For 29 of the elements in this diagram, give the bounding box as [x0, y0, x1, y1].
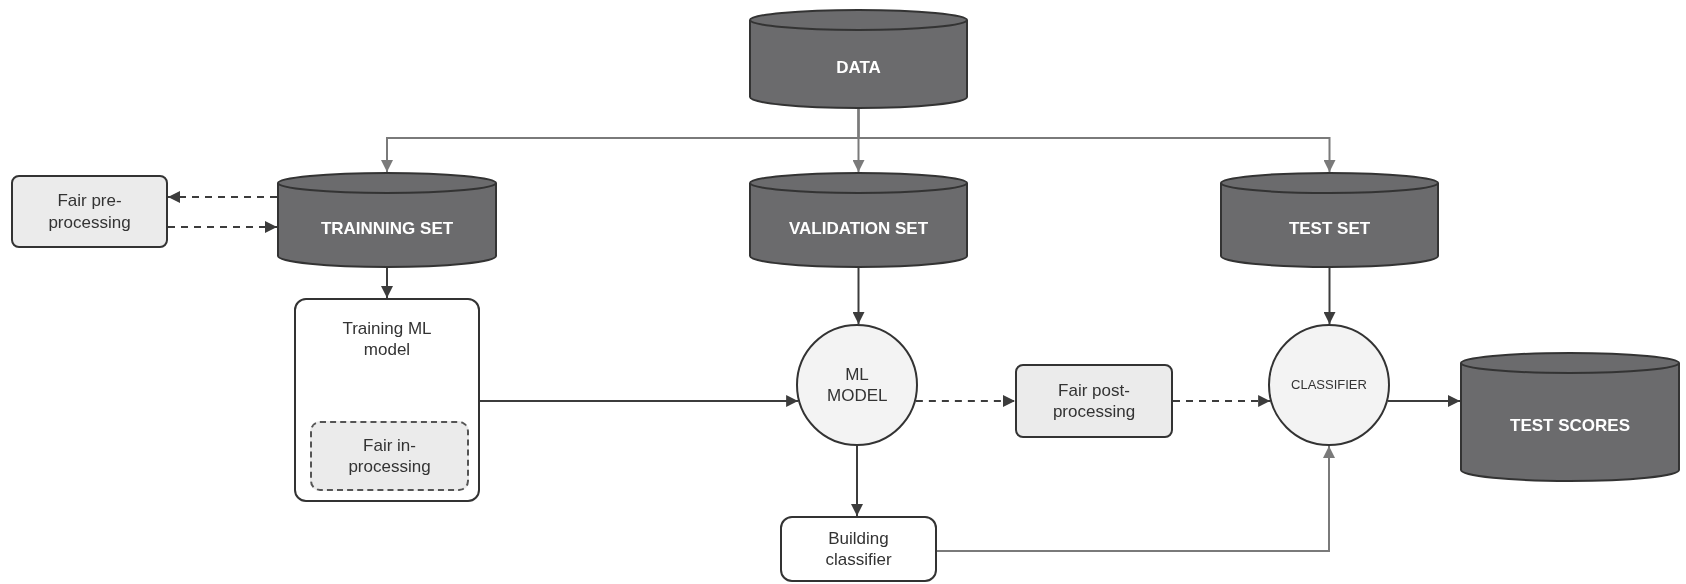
process-box	[1015, 364, 1173, 438]
node-label: Fair pre-processing	[47, 190, 132, 233]
node-label: ML MODEL	[827, 363, 887, 407]
arrow	[167, 191, 278, 203]
node-label: TRAINNING SET	[320, 217, 454, 240]
node-label: TEST SCORES	[1510, 414, 1630, 437]
node-label: Building classifier	[824, 527, 893, 571]
arrow	[857, 107, 1336, 173]
arrow	[479, 395, 800, 407]
arrow	[914, 395, 1016, 407]
node-label: VALIDATION SET	[788, 217, 929, 240]
node-label: TEST SET	[1288, 217, 1371, 240]
process-box	[294, 298, 480, 502]
arrow	[1386, 395, 1461, 407]
node-label: CLASSIFIER	[1291, 376, 1367, 394]
node-label: DATA	[836, 56, 881, 79]
node-label: Fair in-processing	[347, 434, 432, 478]
arrow	[1172, 395, 1272, 407]
arrow	[167, 221, 278, 233]
node-label: Fair post-processing	[1051, 379, 1137, 423]
process-box	[780, 516, 937, 582]
arrow	[851, 445, 863, 517]
process-box	[11, 175, 168, 248]
node-label: Training ML model	[341, 318, 433, 361]
arrow	[381, 266, 393, 299]
arrow	[1323, 266, 1336, 325]
arrow	[936, 445, 1335, 552]
process-box	[310, 421, 469, 491]
arrow	[852, 266, 865, 325]
